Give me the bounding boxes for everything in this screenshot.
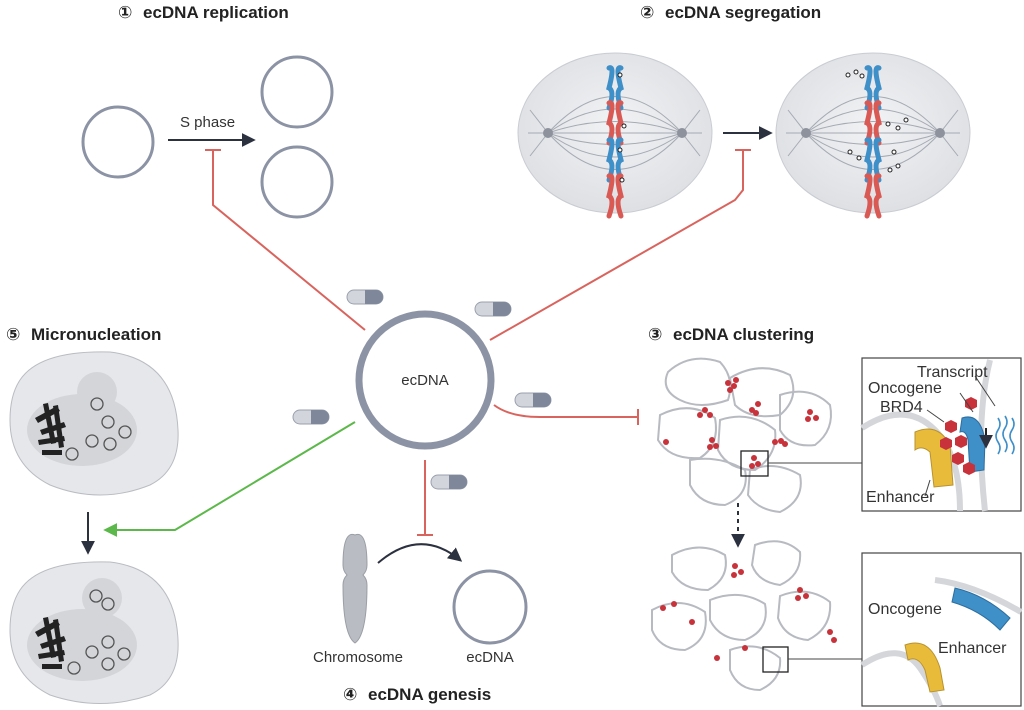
capsule-icon [292,409,330,425]
panel-segregation: ② ecDNA segregation [517,3,971,219]
chromosome-icon [606,65,627,219]
oncogene-label: Oncogene [868,601,942,618]
inset-dispersed: Oncogene Enhancer [860,552,1023,707]
spindle-icon [517,52,713,219]
capsule-icon [514,392,552,408]
panel-micronucleation: ⑤ Micronucleation [6,325,179,704]
ring-icon [355,310,495,450]
panel-clustering-number: ③ [648,325,662,344]
oncogene-label: Oncogene [868,380,942,397]
brd4-label: BRD4 [880,399,923,416]
inset-active: Transcript Oncogene BRD4 Enhancer [860,357,1022,512]
enhancer-label: Enhancer [938,640,1007,657]
panel-replication-title: ecDNA replication [143,3,289,22]
panel-replication: ① ecDNA replication S phase [81,3,334,219]
inhibit-segregation-line [489,150,744,341]
oncogene-segment [951,587,1011,631]
panel-genesis-number: ④ [343,685,357,704]
panel-genesis: ④ ecDNA genesis Chromosome ecDNA [313,533,528,704]
brd4-dots [663,377,819,469]
capsule-icon [430,474,468,490]
dispersed-network [651,540,832,692]
panel-clustering-title: ecDNA clustering [673,325,814,344]
capsule-icon [346,289,384,305]
panel-micronucleation-title: Micronucleation [31,325,161,344]
capsule-icon [474,301,512,317]
ring-icon [260,55,334,129]
inhibit-replication-line [212,150,366,331]
enhancer-segment [904,642,945,693]
inhibit-clustering-line [493,404,638,418]
center-ecdna-label: ecDNA [401,372,449,389]
clustered-network [656,357,832,514]
enhancer-label: Enhancer [866,489,935,506]
ring-icon [81,105,155,179]
panel-micronucleation-number: ⑤ [6,325,20,344]
ring-icon [260,145,334,219]
panel-segregation-title: ecDNA segregation [665,3,821,22]
chromosome-icon [864,65,882,219]
panel-genesis-title: ecDNA genesis [368,685,491,704]
genesis-arrow [377,543,463,564]
transcript-label: Transcript [917,364,988,381]
s-phase-label: S phase [180,114,235,131]
genesis-ecdna-label: ecDNA [466,649,514,666]
promote-micronucleation-line [103,421,356,537]
chromosome-icon [342,533,368,644]
brd4-hexagons [940,397,977,475]
panel-segregation-number: ② [640,3,654,22]
inhibition-lines [205,149,751,536]
transcript-wave-icon [995,415,1015,455]
panel-clustering: ③ ecDNA clustering [648,325,1023,707]
spindle-icon [775,52,971,219]
center-ecdna: ecDNA [355,310,495,450]
ring-icon [452,569,528,645]
micronucleated-cell-top [9,351,179,496]
micronucleated-cell-bottom [9,561,179,704]
brd4-dots [660,563,837,661]
panel-replication-number: ① [118,3,132,22]
chromosome-label: Chromosome [313,649,403,666]
